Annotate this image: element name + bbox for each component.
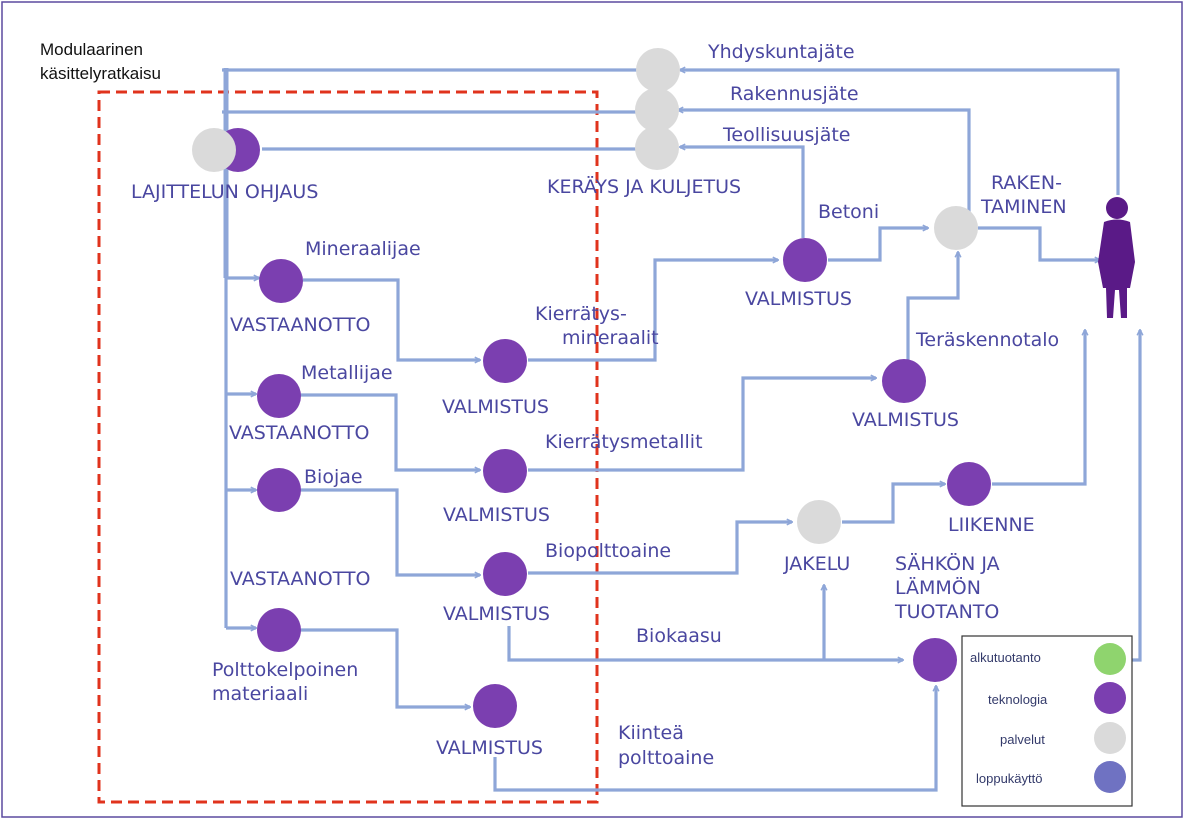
label-valmistus-3: VALMISTUS bbox=[443, 603, 550, 625]
legend-swatch-teknologia bbox=[1094, 682, 1126, 714]
modular-boundary bbox=[97, 90, 599, 804]
node-valmistus-3 bbox=[483, 552, 527, 596]
node-valmistus-2 bbox=[483, 449, 527, 493]
label-valmistus-1: VALMISTUS bbox=[442, 396, 549, 418]
legend-label-teknologia: teknologia bbox=[988, 692, 1048, 707]
legend: alkutuotanto teknologia palvelut loppukä… bbox=[961, 635, 1133, 807]
label-vastaanotto-2: VASTAANOTTO bbox=[229, 422, 370, 444]
label-kierratysmetallit: Kierrätysmetallit bbox=[545, 431, 703, 453]
label-valmistus-2: VALMISTUS bbox=[443, 504, 550, 526]
label-valmistus-4: VALMISTUS bbox=[436, 737, 543, 759]
nodes bbox=[192, 48, 991, 728]
node-rakentaminen bbox=[934, 206, 978, 250]
label-biokaasu: Biokaasu bbox=[636, 625, 722, 647]
label-kierratysmineraalit-2: mineraalit bbox=[562, 327, 659, 349]
flow-biopolttoaine bbox=[528, 522, 792, 575]
flow-biojae bbox=[300, 488, 480, 575]
label-lajittelun-ohjaus: LAJITTELUN OHJAUS bbox=[131, 181, 318, 203]
legend-label-palvelut: palvelut bbox=[1000, 732, 1045, 747]
node-vastaanotto-1 bbox=[259, 259, 303, 303]
label-jakelu: JAKELU bbox=[783, 553, 850, 575]
label-sahko-2: LÄMMÖN bbox=[895, 576, 981, 599]
node-polttokelpoinen bbox=[257, 608, 301, 652]
label-sahko-3: TUOTANTO bbox=[894, 601, 999, 623]
label-kiintea-2: polttoaine bbox=[618, 747, 714, 769]
label-rakennusjate: Rakennusjäte bbox=[730, 83, 859, 105]
flow-jakelu-liikenne bbox=[842, 484, 945, 524]
node-valmistus-betoni bbox=[783, 238, 827, 282]
label-keraus: KERÄYS JA KULJETUS bbox=[547, 175, 741, 198]
node-valmistus-1 bbox=[483, 339, 527, 383]
flow-rakennusjate bbox=[678, 110, 971, 212]
connectors bbox=[222, 68, 1140, 792]
flow-kierratysmetallit bbox=[528, 378, 876, 472]
label-kiintea-1: Kiinteä bbox=[618, 722, 684, 744]
node-vastaanotto-3 bbox=[257, 468, 301, 512]
flow-teraskennotalo bbox=[906, 252, 958, 360]
flow-mineraalijae bbox=[303, 278, 480, 360]
node-valmistus-teras bbox=[882, 359, 926, 403]
flow-polttokelpoinen bbox=[300, 628, 470, 707]
node-sahko-lampo bbox=[913, 638, 957, 682]
legend-label-loppukaytto: loppukäyttö bbox=[976, 771, 1043, 786]
label-polttokelpoinen-2: materiaali bbox=[212, 683, 308, 705]
flow-rakentaminen bbox=[978, 226, 1100, 260]
label-valmistus-betoni: VALMISTUS bbox=[745, 288, 852, 310]
flow-betoni bbox=[828, 228, 928, 262]
label-teollisuusjate: Teollisuusjäte bbox=[722, 124, 850, 146]
node-jakelu bbox=[797, 500, 841, 544]
label-kierratysmineraalit-1: Kierrätys- bbox=[535, 303, 627, 325]
label-yhdyskuntajate: Yhdyskuntajäte bbox=[707, 41, 855, 63]
legend-swatch-alkutuotanto bbox=[1094, 643, 1126, 675]
node-valmistus-4 bbox=[473, 684, 517, 728]
flow-kiintea-polttoaine bbox=[493, 686, 936, 792]
label-betoni: Betoni bbox=[818, 201, 879, 223]
label-rakentaminen-2: TAMINEN bbox=[980, 196, 1067, 218]
node-liikenne bbox=[947, 462, 991, 506]
flow-liikenne-kuluttaja bbox=[992, 330, 1085, 486]
label-vastaanotto-3: VASTAANOTTO bbox=[230, 568, 371, 590]
node-keraus-teollisuus bbox=[635, 126, 679, 170]
legend-label-alkutuotanto: alkutuotanto bbox=[970, 650, 1041, 665]
label-metallijae: Metallijae bbox=[301, 362, 393, 384]
label-rakentaminen-1: RAKEN- bbox=[991, 172, 1062, 194]
modular-label-line2: käsittelyratkaisu bbox=[40, 64, 161, 83]
label-sahko-1: SÄHKÖN JA bbox=[895, 552, 1000, 575]
node-keraus-rakennus bbox=[635, 88, 679, 132]
node-lajittelu-service bbox=[192, 128, 236, 172]
label-mineraalijae: Mineraalijae bbox=[305, 238, 421, 260]
node-keraus-yhdyskunta bbox=[636, 48, 680, 92]
flow-kierratysmineraalit bbox=[528, 260, 778, 362]
flow-yhdyskuntajate bbox=[680, 70, 1120, 195]
flow-biokaasu bbox=[507, 626, 903, 660]
labels: Modulaarinen käsittelyratkaisu Yhdyskunt… bbox=[40, 40, 1067, 769]
label-biojae: Biojae bbox=[304, 466, 363, 488]
label-biopolttoaine: Biopolttoaine bbox=[545, 540, 671, 562]
flow-metallijae bbox=[300, 393, 480, 470]
flow-teollisuusjate bbox=[680, 147, 805, 238]
label-teraskennotalo: Teräskennotalo bbox=[915, 329, 1059, 351]
label-liikenne: LIIKENNE bbox=[948, 514, 1035, 536]
modular-label-line1: Modulaarinen bbox=[40, 40, 143, 59]
label-polttokelpoinen-1: Polttokelpoinen bbox=[212, 659, 358, 681]
label-vastaanotto-1: VASTAANOTTO bbox=[230, 314, 371, 336]
node-vastaanotto-2 bbox=[257, 374, 301, 418]
label-valmistus-teras: VALMISTUS bbox=[852, 409, 959, 431]
legend-swatch-palvelut bbox=[1094, 722, 1126, 754]
person-icon bbox=[1098, 197, 1135, 318]
flow-energia-kuluttaja bbox=[1106, 330, 1140, 662]
legend-swatch-loppukaytto bbox=[1094, 761, 1126, 793]
